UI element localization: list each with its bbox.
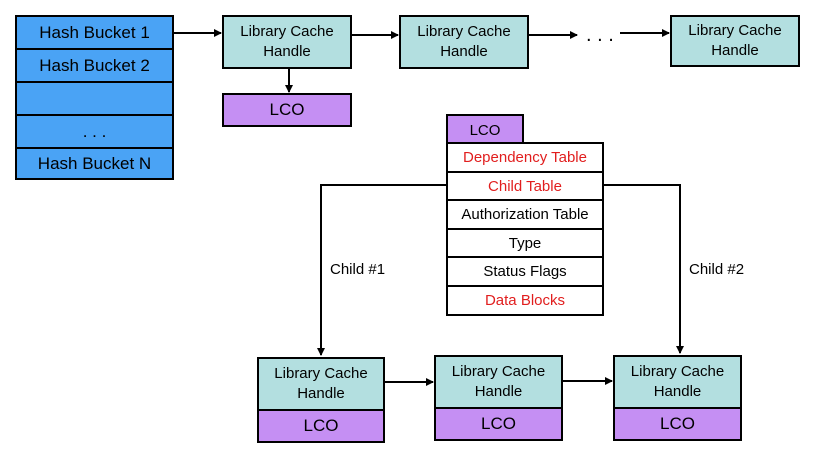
hash-bucket-1: Hash Bucket 1: [15, 15, 174, 50]
child-2-label: Child #2: [689, 261, 745, 278]
lco-row-dependency-table: Dependency Table: [446, 142, 604, 173]
lco-top: LCO: [222, 93, 352, 127]
child-handle-3: Library Cache Handle: [613, 355, 742, 409]
arrow-child-2: [603, 184, 684, 354]
library-cache-handle-3: Library Cache Handle: [670, 15, 800, 67]
child-lco-2: LCO: [434, 407, 563, 441]
hash-bucket-ellipsis: . . .: [15, 114, 174, 149]
lco-row-status-flags: Status Flags: [446, 256, 604, 287]
lco-row-child-table: Child Table: [446, 171, 604, 201]
child-lco-1: LCO: [257, 409, 385, 443]
library-cache-handle-1: Library Cache Handle: [222, 15, 352, 69]
hash-bucket-2: Hash Bucket 2: [15, 48, 174, 83]
child-lco-3: LCO: [613, 407, 742, 441]
child-1-label: Child #1: [330, 261, 386, 278]
child-handle-1: Library Cache Handle: [257, 357, 385, 411]
library-cache-handle-2: Library Cache Handle: [399, 15, 529, 69]
lco-structure-header: LCO: [446, 114, 524, 144]
child-handle-2: Library Cache Handle: [434, 355, 563, 409]
ellipsis: . . .: [586, 24, 614, 46]
lco-row-data-blocks: Data Blocks: [446, 285, 604, 316]
lco-row-type: Type: [446, 228, 604, 258]
hash-bucket-n: Hash Bucket N: [15, 147, 174, 180]
arrow-child-1: [317, 184, 446, 356]
hash-bucket-empty: [15, 81, 174, 116]
lco-row-authorization-table: Authorization Table: [446, 199, 604, 230]
